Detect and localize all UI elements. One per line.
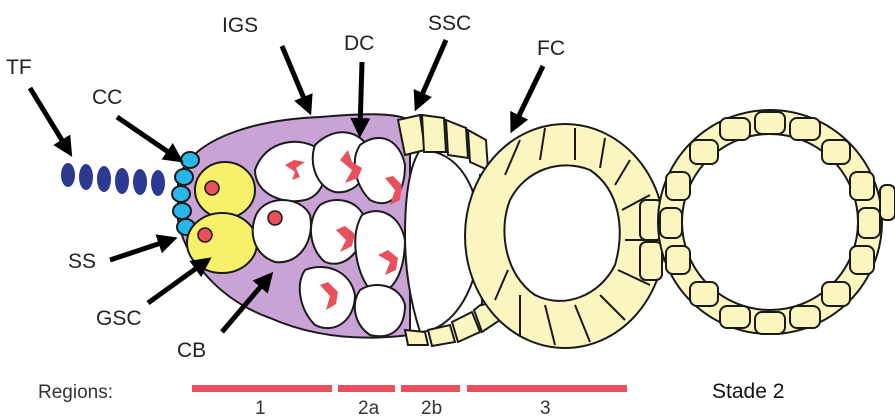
cc-arrow <box>117 117 177 158</box>
label-gsc: GSC <box>96 307 142 330</box>
regions-label: Regions: <box>38 382 113 403</box>
label-ssc: SSC <box>428 12 471 35</box>
region-label-2a: 2a <box>358 398 380 418</box>
region-label-3: 3 <box>540 398 551 418</box>
label-cb: CB <box>177 339 206 362</box>
egg-chamber-region3 <box>465 124 665 348</box>
region-bar-2b <box>401 385 460 392</box>
ssc-arrow <box>418 40 446 104</box>
region-bar-3 <box>467 385 627 392</box>
terminal-filament <box>61 163 165 196</box>
ss-arrow <box>110 240 170 260</box>
region-bar-2a <box>338 385 395 392</box>
region-label-2b: 2b <box>421 398 442 418</box>
tf-arrow <box>30 88 68 150</box>
label-igs: IGS <box>222 14 258 37</box>
stage-label: Stade 2 <box>712 380 784 403</box>
label-tf: TF <box>6 56 32 79</box>
region-label-1: 1 <box>255 398 266 418</box>
region-bars <box>192 385 627 392</box>
label-ss: SS <box>68 250 96 273</box>
label-cc: CC <box>92 86 122 109</box>
label-dc: DC <box>344 32 374 55</box>
label-fc: FC <box>537 37 565 60</box>
fc-arrow <box>514 66 543 126</box>
dc-arrow <box>360 62 362 130</box>
gsc-arrow <box>148 262 205 303</box>
egg-chamber-stage2 <box>658 110 895 334</box>
igs-arrow <box>282 46 308 108</box>
region-bar-1 <box>192 385 332 392</box>
